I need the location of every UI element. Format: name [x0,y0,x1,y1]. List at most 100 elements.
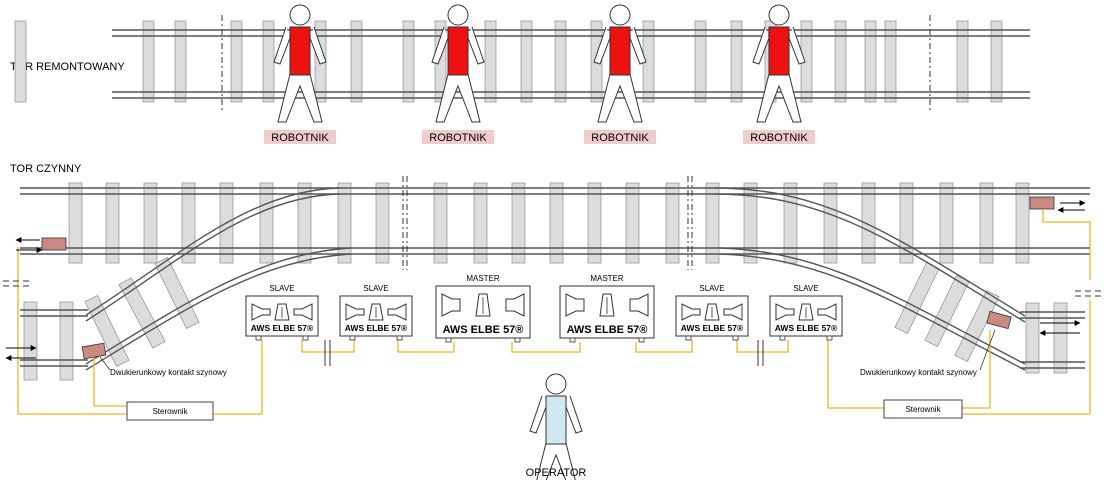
device-connector [255,335,262,341]
active-track [20,176,1090,381]
worker-label-bg [264,130,336,144]
cable [17,247,127,415]
left-arm [593,26,611,65]
worker-figure [431,4,485,123]
controller-box-right [883,399,963,419]
repaired-track [14,15,1030,110]
device-role-label: SLAVE [269,284,294,293]
horn-left-icon [441,293,461,317]
rail-contact-label-right: Dwukierunkowy kontakt szynowy [860,368,977,377]
sleeper [262,20,275,103]
left-arm [273,26,291,65]
worker-figure [752,4,806,123]
cable [635,340,693,353]
curved-rail [85,187,341,316]
sleeper [924,275,970,347]
cable [511,342,581,353]
horn-left-icon [345,303,365,321]
rail-contact [986,310,1012,330]
device-connector [732,335,739,341]
curved-rail [719,253,1026,371]
device-role-label: SLAVE [363,284,388,293]
horn-left-icon [565,293,585,317]
head [768,4,790,26]
cable [397,340,455,353]
sleeper [484,20,497,103]
cable [93,355,127,407]
sleeper [939,182,954,264]
worker-label-bg [743,130,815,144]
warning-device: SLAVE AWS ELBE 57® [245,284,319,341]
curved-rail [85,247,351,365]
left-arm [529,395,547,434]
legs [756,73,802,123]
sleeper [990,20,1003,103]
device-connector [826,335,833,341]
operator-figure [529,373,583,480]
sleeper [23,301,38,381]
head [545,373,567,395]
horn-right-icon [817,303,837,321]
cable [301,340,355,353]
sleeper [861,182,876,264]
controller-box-left [126,401,214,421]
sleeper [520,20,533,103]
device-connector [396,335,403,341]
sleeper [14,20,27,103]
device-connector [569,337,576,343]
sleeper [743,182,758,264]
safety-vest [447,26,469,76]
sleeper [730,20,743,103]
horn-right-icon [293,303,313,321]
right-arm [788,26,806,65]
worker-label-bg [422,130,494,144]
worker-label: ROBOTNIK [750,132,808,144]
cable-network [3,210,1105,415]
sleeper [1025,302,1040,374]
curved-rail [85,253,351,371]
controller-label-right: Sterownik [905,405,941,414]
sleeper [587,182,602,264]
horn-right-icon [629,293,649,317]
sleeper [864,20,877,103]
sleeper [1015,182,1030,264]
worker-figure [273,4,327,123]
safety-vest [289,26,311,76]
device-role-label: SLAVE [699,284,724,293]
controllers-and-contacts [5,196,1086,480]
device-name-label: AWS ELBE 57® [251,323,314,333]
sleeper [154,257,200,329]
sleeper [549,182,564,264]
device-connector [445,337,452,343]
sleeper [705,182,720,264]
cable [827,340,884,409]
sleeper [337,182,352,264]
warning-device: SLAVE AWS ELBE 57® [339,284,413,341]
horn-left-icon [251,303,271,321]
right-arm [467,26,485,65]
sleeper [181,182,196,264]
worker-label: ROBOTNIK [271,132,329,144]
sleeper [694,20,707,103]
device-connector [349,335,356,341]
head [609,4,631,26]
worker-label-bg [584,130,656,144]
legs [277,73,323,123]
leader-line [99,356,111,371]
right-arm [629,26,647,65]
sleeper [884,20,897,103]
sleeper [473,182,488,264]
legs [597,73,643,123]
horn-left-icon [775,303,795,321]
rail-contact-label-left: Dwukierunkowy kontakt szynowy [110,368,227,377]
device-connector [779,335,786,341]
legs [536,442,576,480]
device-name-label: AWS ELBE 57® [345,323,408,333]
device-name-label: AWS ELBE 57® [443,324,524,336]
sleeper [956,20,969,103]
sleeper [142,20,155,103]
